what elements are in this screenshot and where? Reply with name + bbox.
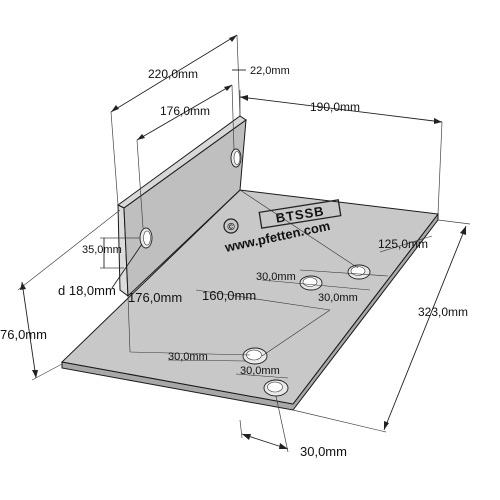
base-hole-lower-right <box>263 379 289 397</box>
label-top-width: 190,0mm <box>310 100 360 114</box>
label-base-depth-left: 176,0mm <box>128 290 182 305</box>
copyright-icon: © <box>223 218 239 234</box>
label-hole-height: 35,0mm <box>82 244 122 256</box>
label-top-length-outer: 220,0mm <box>148 67 198 81</box>
label-hole-diameter: d 18,0mm <box>58 283 116 298</box>
brand-logo: BTSSB <box>258 199 342 229</box>
label-base-depth-mid: 160,0mm <box>202 288 256 303</box>
dim-line-length-total <box>383 225 467 431</box>
label-base-hole-dist: 125,0mm <box>378 237 428 251</box>
dim-line-top-outer <box>110 34 238 113</box>
base-hole-lower-left <box>242 347 268 365</box>
dim-line-top-inner <box>136 84 233 141</box>
dim-line-top-width <box>239 96 443 123</box>
label-hole-spacing-lower-b: 30,0mm <box>240 365 280 377</box>
label-top-length-inner: 176,0mm <box>160 104 210 118</box>
label-length-total: 323,0mm <box>418 305 468 319</box>
base-hole-upper-left <box>299 275 323 291</box>
copyright-symbol: © <box>227 222 235 233</box>
label-thickness-gap: 22,0mm <box>250 65 290 77</box>
label-hole-spacing-upper-a: 30,0mm <box>256 271 296 283</box>
label-hole-spacing-lower-a: 30,0mm <box>168 351 208 363</box>
wall-hole-right <box>230 148 242 168</box>
dim-line-height <box>21 281 37 379</box>
label-height: 76,0mm <box>0 327 47 342</box>
label-bottom-offset: 30,0mm <box>300 444 347 459</box>
base-hole-upper-right <box>347 264 371 280</box>
label-hole-spacing-upper-b: 30,0mm <box>318 292 358 304</box>
